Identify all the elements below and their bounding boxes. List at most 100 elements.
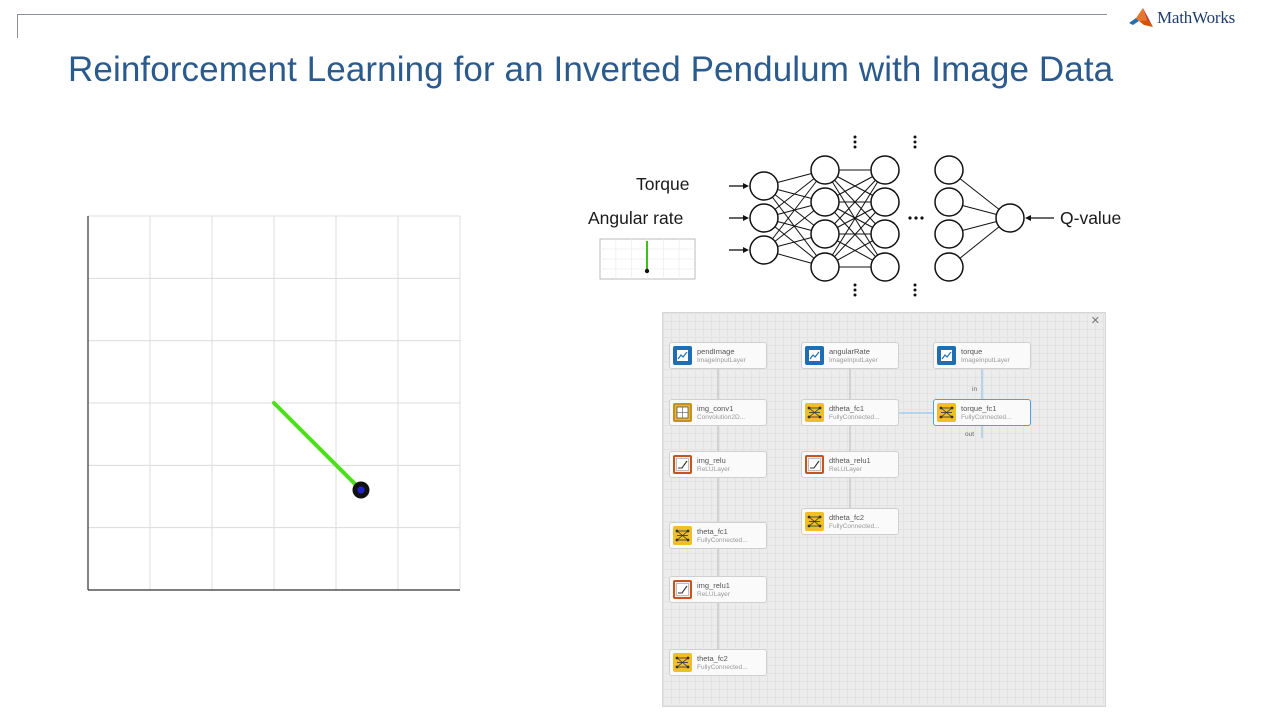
neuron bbox=[810, 155, 840, 185]
mathworks-logo: MathWorks bbox=[1128, 5, 1268, 31]
layer-name: theta_fc2 bbox=[697, 654, 728, 663]
vertical-ellipsis bbox=[913, 135, 917, 139]
layer-type: ReLULayer bbox=[829, 466, 862, 473]
layer-name: img_relu bbox=[697, 456, 726, 465]
slide-title: Reinforcement Learning for an Inverted P… bbox=[68, 50, 1114, 89]
input-label-angular-rate: Angular rate bbox=[588, 208, 684, 228]
neuron bbox=[810, 252, 840, 282]
layer-name: torque_fc1 bbox=[961, 404, 997, 413]
neuron bbox=[749, 203, 779, 233]
vertical-ellipsis bbox=[853, 145, 857, 149]
layer-name: dtheta_relu1 bbox=[829, 456, 871, 465]
vertical-ellipsis bbox=[853, 288, 857, 292]
layer-name: theta_fc1 bbox=[697, 527, 728, 536]
fc-layer-icon bbox=[937, 403, 956, 422]
layer-name: torque bbox=[961, 347, 983, 356]
port-in-label: in bbox=[972, 386, 978, 393]
layer-name: img_relu1 bbox=[697, 581, 730, 590]
input-label-torque: Torque bbox=[636, 174, 690, 194]
vertical-ellipsis bbox=[913, 145, 917, 149]
top-rule bbox=[17, 14, 1107, 15]
relu-layer-icon bbox=[805, 455, 824, 474]
logo-text: MathWorks bbox=[1157, 8, 1236, 27]
vertical-ellipsis bbox=[853, 293, 857, 297]
top-rule-tick bbox=[17, 14, 18, 38]
neuron bbox=[934, 187, 964, 217]
horizontal-ellipsis bbox=[914, 216, 918, 220]
fc-layer-icon bbox=[673, 526, 692, 545]
layer-type: ImageInputLayer bbox=[829, 357, 878, 364]
vertical-ellipsis bbox=[913, 288, 917, 292]
fc-layer-icon bbox=[805, 512, 824, 531]
neuron bbox=[749, 171, 779, 201]
neuron bbox=[749, 235, 779, 265]
vertical-ellipsis bbox=[853, 140, 857, 144]
network-connection bbox=[763, 169, 826, 251]
neuron bbox=[810, 219, 840, 249]
input-layer-icon bbox=[805, 346, 824, 365]
neuron bbox=[810, 187, 840, 217]
close-icon[interactable]: ✕ bbox=[1090, 315, 1100, 327]
pendulum-plot bbox=[87, 215, 461, 591]
pendulum-bob-center bbox=[357, 486, 365, 494]
neuron bbox=[870, 219, 900, 249]
conv-layer-icon bbox=[673, 403, 692, 422]
output-neuron bbox=[995, 203, 1025, 233]
input-arrow-image-head bbox=[743, 247, 749, 253]
network-graph bbox=[599, 135, 1054, 297]
layer-type: ReLULayer bbox=[697, 466, 730, 473]
layer-name: pendImage bbox=[697, 347, 735, 356]
fc-layer-icon bbox=[673, 653, 692, 672]
horizontal-ellipsis bbox=[920, 216, 924, 220]
layer-type: ReLULayer bbox=[697, 591, 730, 598]
layer-type: FullyConnected... bbox=[961, 414, 1012, 421]
neuron bbox=[934, 155, 964, 185]
neuron bbox=[934, 252, 964, 282]
layer-type: FullyConnected... bbox=[697, 664, 748, 671]
output-arrow-head bbox=[1025, 215, 1031, 221]
pendulum-rod bbox=[272, 401, 363, 492]
layer-type: FullyConnected... bbox=[829, 523, 880, 530]
port-out-label: out bbox=[965, 431, 975, 438]
layer-type: FullyConnected... bbox=[697, 537, 748, 544]
layer-type: ImageInputLayer bbox=[697, 357, 746, 364]
layer-name: dtheta_fc2 bbox=[829, 513, 865, 522]
output-label-q-value: Q-value bbox=[1060, 208, 1122, 228]
vertical-ellipsis bbox=[853, 135, 857, 139]
input-layer-icon bbox=[937, 346, 956, 365]
layer-type: FullyConnected... bbox=[829, 414, 880, 421]
layer-name: angularRate bbox=[829, 347, 870, 356]
layer-name: dtheta_fc1 bbox=[829, 404, 865, 413]
vertical-ellipsis bbox=[913, 283, 917, 287]
relu-layer-icon bbox=[673, 455, 692, 474]
membrane-logo-icon bbox=[1129, 8, 1153, 27]
neuron bbox=[870, 155, 900, 185]
vertical-ellipsis bbox=[913, 140, 917, 144]
layer-name: img_conv1 bbox=[697, 404, 734, 413]
thumbnail-bob bbox=[644, 268, 650, 274]
relu-layer-icon bbox=[673, 580, 692, 599]
neuron bbox=[934, 219, 964, 249]
vertical-ellipsis bbox=[853, 283, 857, 287]
horizontal-ellipsis bbox=[908, 216, 912, 220]
input-arrow-angular-rate-head bbox=[743, 215, 749, 221]
vertical-ellipsis bbox=[913, 293, 917, 297]
neuron bbox=[870, 187, 900, 217]
input-layer-icon bbox=[673, 346, 692, 365]
layer-type: ImageInputLayer bbox=[961, 357, 1010, 364]
neuron bbox=[870, 252, 900, 282]
